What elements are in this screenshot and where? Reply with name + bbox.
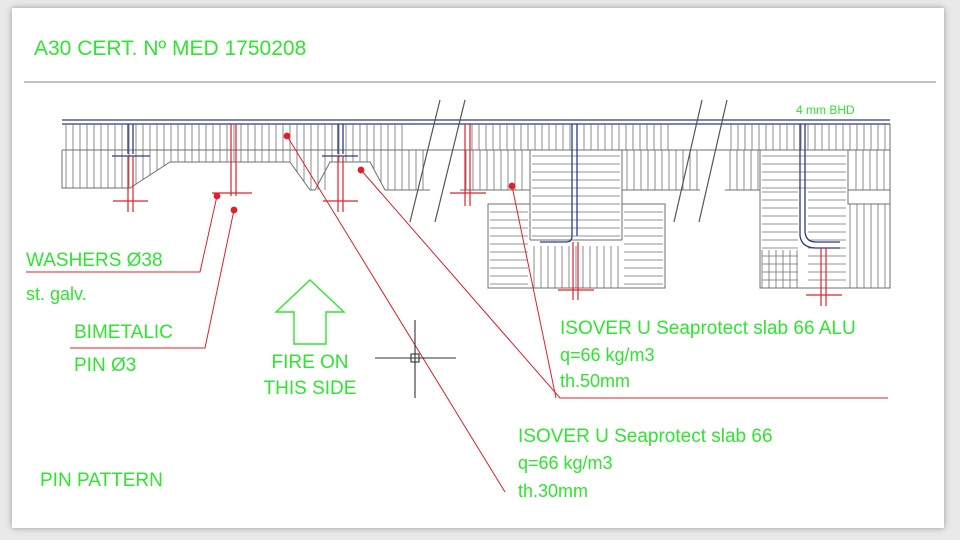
bulkhead-plate bbox=[62, 119, 890, 125]
slab-name: ISOVER U Seaprotect slab 66 bbox=[518, 426, 773, 447]
slab-alu-name: ISOVER U Seaprotect slab 66 ALU bbox=[560, 318, 856, 339]
fire-side-label-1: FIRE ON bbox=[271, 352, 349, 373]
leader-dots bbox=[213, 132, 516, 214]
bulkhead-label: 4 mm BHD bbox=[796, 103, 855, 117]
fire-direction-arrow bbox=[274, 279, 346, 345]
page-title: A30 CERT. Nº MED 1750208 bbox=[34, 37, 307, 60]
crosshair-cursor bbox=[375, 320, 456, 398]
slab-density: q=66 kg/m3 bbox=[518, 453, 613, 473]
insulation-outline bbox=[61, 124, 891, 289]
drawing-frame bbox=[12, 8, 944, 528]
pin-clips bbox=[112, 124, 840, 249]
pin-pattern-label: PIN PATTERN bbox=[40, 470, 163, 491]
fire-side-label-2: THIS SIDE bbox=[263, 378, 357, 399]
slab-alu-thickness: th.50mm bbox=[560, 371, 631, 391]
insulation-hatching bbox=[65, 124, 886, 288]
bimetallic-pins bbox=[113, 124, 842, 306]
slab-alu-density: q=66 kg/m3 bbox=[560, 345, 655, 365]
slab-thickness: th.30mm bbox=[518, 481, 589, 501]
washers-material: st. galv. bbox=[26, 284, 87, 304]
pin-size: PIN Ø3 bbox=[74, 355, 137, 376]
break-lines bbox=[409, 99, 728, 223]
washers-label: WASHERS Ø38 bbox=[26, 250, 163, 271]
pin-label: BIMETALIC bbox=[74, 322, 173, 343]
leader-lines bbox=[26, 135, 888, 493]
